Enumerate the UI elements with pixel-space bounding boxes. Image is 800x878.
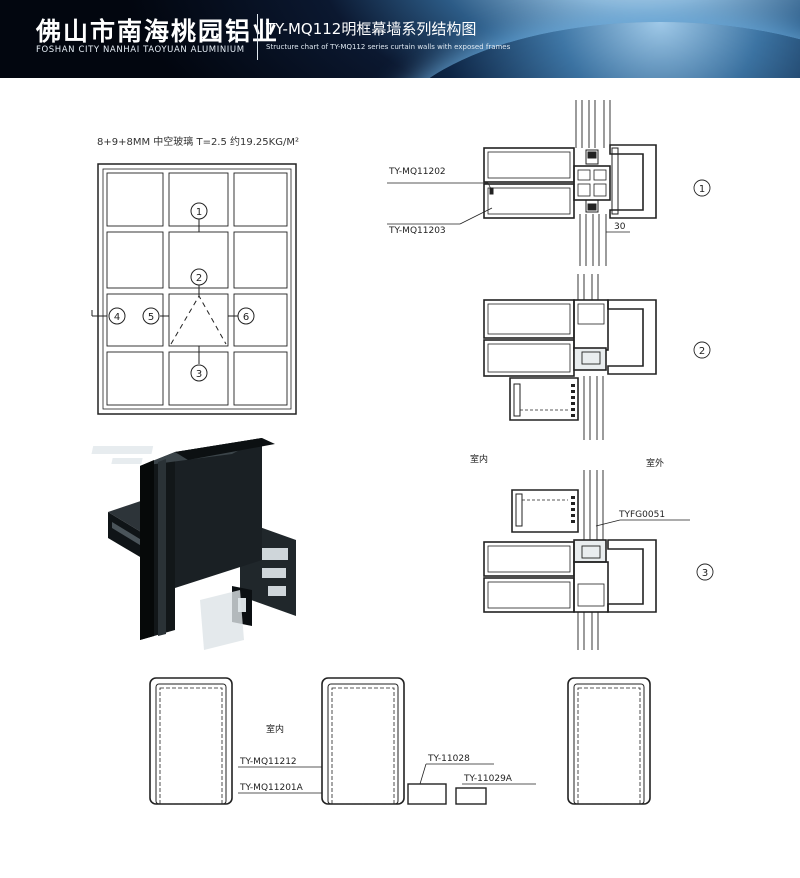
- elevation-marker-6: 6: [237, 307, 255, 325]
- banner-divider: [257, 14, 258, 60]
- callout-tyfg0051: TYFG0051: [618, 510, 665, 520]
- label-outdoor: 室外: [646, 457, 664, 469]
- plan-label-indoor: 室内: [266, 723, 284, 735]
- plan-section: 室内 TY-MQ11212 TY-MQ11201A TY-11028 TY-11…: [149, 677, 651, 805]
- section-marker-2: 2: [699, 346, 705, 357]
- svg-text:1: 1: [196, 207, 202, 218]
- company-logo-cn: 佛山市南海桃园铝业: [36, 17, 280, 46]
- section-1: 30 TY-MQ11202 TY-MQ11203 1: [387, 100, 711, 266]
- series-subtitle: Structure chart of TY-MQ112 series curta…: [266, 43, 511, 51]
- svg-text:6: 6: [243, 312, 249, 323]
- svg-text:3: 3: [196, 369, 202, 380]
- callout-mq11203: TY-MQ11203: [388, 226, 446, 236]
- elevation-marker-3: 3: [190, 364, 208, 382]
- svg-text:2: 2: [196, 273, 202, 284]
- drawing-canvas: 1 2 3 4 5 6: [91, 100, 714, 805]
- callout-mq11212: TY-MQ11212: [239, 757, 297, 767]
- profile-3d-illustration: [91, 438, 296, 650]
- callout-mq11202: TY-MQ11202: [388, 167, 446, 177]
- section-marker-3: 3: [702, 568, 708, 579]
- company-logo-en: FOSHAN CITY NANHAI TAOYUAN ALUMINIUM: [36, 45, 245, 55]
- section-3: TYFG0051 3: [483, 470, 714, 650]
- label-indoor: 室内: [470, 453, 488, 465]
- svg-text:5: 5: [148, 312, 154, 323]
- elevation-grid: [91, 163, 297, 415]
- callout-11028: TY-11028: [427, 754, 470, 764]
- elevation-marker-1: 1: [190, 202, 208, 220]
- header-banner: 佛山市南海桃园铝业 FOSHAN CITY NANHAI TAOYUAN ALU…: [0, 0, 800, 78]
- elevation-marker-5: 5: [142, 307, 160, 325]
- section-marker-1: 1: [699, 184, 705, 195]
- series-title: TY-MQ112明框幕墙系列结构图: [266, 20, 477, 38]
- glass-spec: 8+9+8MM 中空玻璃 T=2.5 约19.25KG/M²: [97, 137, 299, 148]
- section-2: 2: [483, 274, 711, 440]
- callout-11029a: TY-11029A: [463, 774, 513, 784]
- elevation-marker-2: 2: [190, 268, 208, 286]
- section-1-dimension: 30: [614, 222, 626, 232]
- svg-text:4: 4: [114, 312, 120, 323]
- callout-mq11201a: TY-MQ11201A: [239, 783, 304, 793]
- elevation-marker-4: 4: [108, 307, 126, 325]
